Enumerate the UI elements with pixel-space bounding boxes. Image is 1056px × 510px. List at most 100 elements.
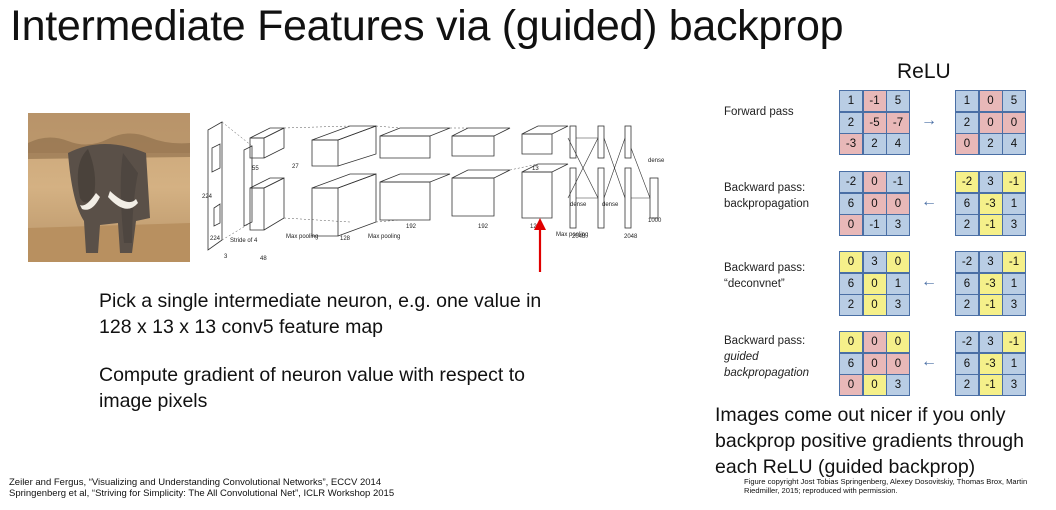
slide-title: Intermediate Features via (guided) backp… xyxy=(10,2,844,50)
relu-row-label-line: guided xyxy=(724,351,759,363)
matrix-cell: 6 xyxy=(956,273,978,294)
matrix-cell: -3 xyxy=(840,134,862,154)
matrix-cell: 0 xyxy=(863,375,886,395)
matrix-cell: 0 xyxy=(956,134,978,154)
matrix-cell: 1 xyxy=(956,91,978,111)
citation-zeiler: Zeiler and Fergus, “Visualizing and Unde… xyxy=(9,477,382,488)
matrix-cell: 3 xyxy=(1003,295,1025,315)
matrix-cell: 4 xyxy=(1003,134,1025,154)
matrix-cell: 1 xyxy=(1003,193,1025,214)
relu-label: ReLU xyxy=(897,60,951,83)
relu-row-label-line: backpropagation xyxy=(724,198,810,210)
arch-label-128b: 128 xyxy=(530,224,541,230)
matrix-cell: -1 xyxy=(1003,332,1025,352)
arrow-right-icon: → xyxy=(921,112,937,129)
alexnet-architecture-diagram: 224 224 Stride of 4 3 55 48 Max pooling … xyxy=(202,121,665,272)
red-arrow-icon xyxy=(534,218,546,230)
arch-label-128: 128 xyxy=(340,236,351,242)
arrow-left-icon: ← xyxy=(921,193,937,210)
figure-copyright: Figure copyright Jost Tobias Springenber… xyxy=(744,477,1028,495)
arch-label-224b: 224 xyxy=(210,236,221,242)
matrix-cell: 0 xyxy=(887,353,909,374)
matrix-cell: -1 xyxy=(979,215,1002,235)
arch-label-dense-2: dense xyxy=(602,202,619,208)
citation-springenberg: Springenberg et al, “Striving for Simpli… xyxy=(9,488,395,499)
matrix-cell: -1 xyxy=(1003,172,1025,192)
matrix-cell: 3 xyxy=(887,375,909,395)
matrix-cell: 2 xyxy=(979,134,1002,154)
matrix-cell: 0 xyxy=(840,375,862,395)
matrix-cell: 0 xyxy=(863,353,886,374)
arch-label-max-pooling-3: Max pooling xyxy=(556,232,588,238)
matrix-cell: 0 xyxy=(863,193,886,214)
matrix-cell: 0 xyxy=(863,172,886,192)
relu-row-label-line: “deconvnet” xyxy=(724,278,785,290)
arrow-left-icon: ← xyxy=(921,273,937,290)
matrix-cell: -2 xyxy=(956,332,978,352)
matrix-cell: 0 xyxy=(887,252,909,272)
matrix-cell: 6 xyxy=(840,193,862,214)
matrix-cell: 5 xyxy=(1003,91,1025,111)
matrix-cell: 6 xyxy=(956,193,978,214)
matrix-cell: 3 xyxy=(863,252,886,272)
matrix-cell: -1 xyxy=(863,215,886,235)
matrix-cell: 3 xyxy=(887,295,909,315)
arch-label-max-pooling: Max pooling xyxy=(286,234,318,240)
matrix-cell: 0 xyxy=(887,332,909,352)
matrix-cell: 1 xyxy=(1003,353,1025,374)
matrix-cell: 4 xyxy=(887,134,909,154)
matrix-cell: -2 xyxy=(840,172,862,192)
matrix-cell: 0 xyxy=(887,193,909,214)
matrix-cell: -1 xyxy=(979,375,1002,395)
arch-label-stride: Stride of 4 xyxy=(230,238,258,244)
matrix-cell: -3 xyxy=(979,353,1002,374)
arch-label-2048: 2048 xyxy=(572,234,586,240)
matrix-cell: 2 xyxy=(840,112,862,133)
matrix-cell: 6 xyxy=(840,273,862,294)
matrix-cell: 0 xyxy=(840,215,862,235)
matrix-cell: 0 xyxy=(979,112,1002,133)
matrix-cell: 0 xyxy=(863,295,886,315)
matrix-cell: -3 xyxy=(979,273,1002,294)
elephant-photo xyxy=(28,113,190,262)
guided-backprop-note: Images come out nicer if you only backpr… xyxy=(715,404,1024,478)
matrix-cell: -2 xyxy=(956,172,978,192)
bullet-text-1: Pick a single intermediate neuron, e.g. … xyxy=(99,290,542,338)
matrix-cell: 3 xyxy=(1003,215,1025,235)
matrix-cell: 3 xyxy=(979,332,1002,352)
matrix-cell: -7 xyxy=(887,112,909,133)
arch-label-1000: 1000 xyxy=(648,218,662,224)
relu-row-label-2: Backward pass: “deconvnet” xyxy=(724,260,805,292)
arch-label-3: 3 xyxy=(224,254,228,260)
matrix-cell: 3 xyxy=(979,172,1002,192)
matrix-cell: -1 xyxy=(863,91,886,111)
arch-label-dense: dense xyxy=(570,202,587,208)
arch-label-55: 55 xyxy=(252,166,259,172)
matrix-cell: 0 xyxy=(863,273,886,294)
bullet-text-2: Compute gradient of neuron value with re… xyxy=(99,364,526,412)
matrix-cell: 2 xyxy=(956,215,978,235)
arrow-left-icon: ← xyxy=(921,353,937,370)
arch-label-2048b: 2048 xyxy=(624,234,638,240)
matrix-cell: 2 xyxy=(863,134,886,154)
relu-row-label-line: Backward pass: xyxy=(724,262,806,274)
matrix-cell: 6 xyxy=(840,353,862,374)
arch-label-13: 13 xyxy=(532,166,539,172)
relu-row-label-0: Forward pass xyxy=(724,104,794,120)
matrix-cell: -1 xyxy=(979,295,1002,315)
arch-label-48: 48 xyxy=(260,256,267,262)
matrix-cell: 2 xyxy=(956,375,978,395)
matrix-cell: 3 xyxy=(979,252,1002,272)
arch-label-dense-3: dense xyxy=(648,158,665,164)
matrix-cell: 0 xyxy=(840,332,862,352)
matrix-cell: 3 xyxy=(887,215,909,235)
matrix-cell: 2 xyxy=(956,112,978,133)
